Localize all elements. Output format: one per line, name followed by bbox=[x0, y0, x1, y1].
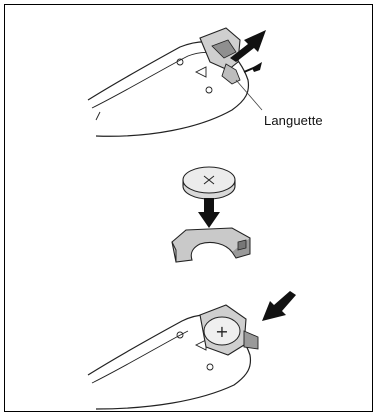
step3-drawing: + bbox=[0, 275, 378, 412]
step-remove-holder: Languette bbox=[0, 0, 369, 140]
holder-with-battery: + bbox=[200, 305, 258, 355]
battery-plus-symbol: + bbox=[215, 322, 228, 341]
arrow-mark bbox=[196, 67, 206, 77]
mark-circle-2 bbox=[206, 87, 212, 93]
coin-battery bbox=[183, 167, 235, 199]
push-arrow bbox=[262, 291, 296, 321]
step-reinsert-holder: + bbox=[0, 275, 369, 412]
callout-label-tab: Languette bbox=[264, 113, 323, 128]
mark-circle-4 bbox=[207, 364, 213, 370]
insert-arrow bbox=[198, 198, 220, 228]
holder-clip bbox=[172, 228, 250, 262]
step-insert-battery bbox=[0, 140, 369, 275]
step2-drawing bbox=[0, 140, 378, 275]
